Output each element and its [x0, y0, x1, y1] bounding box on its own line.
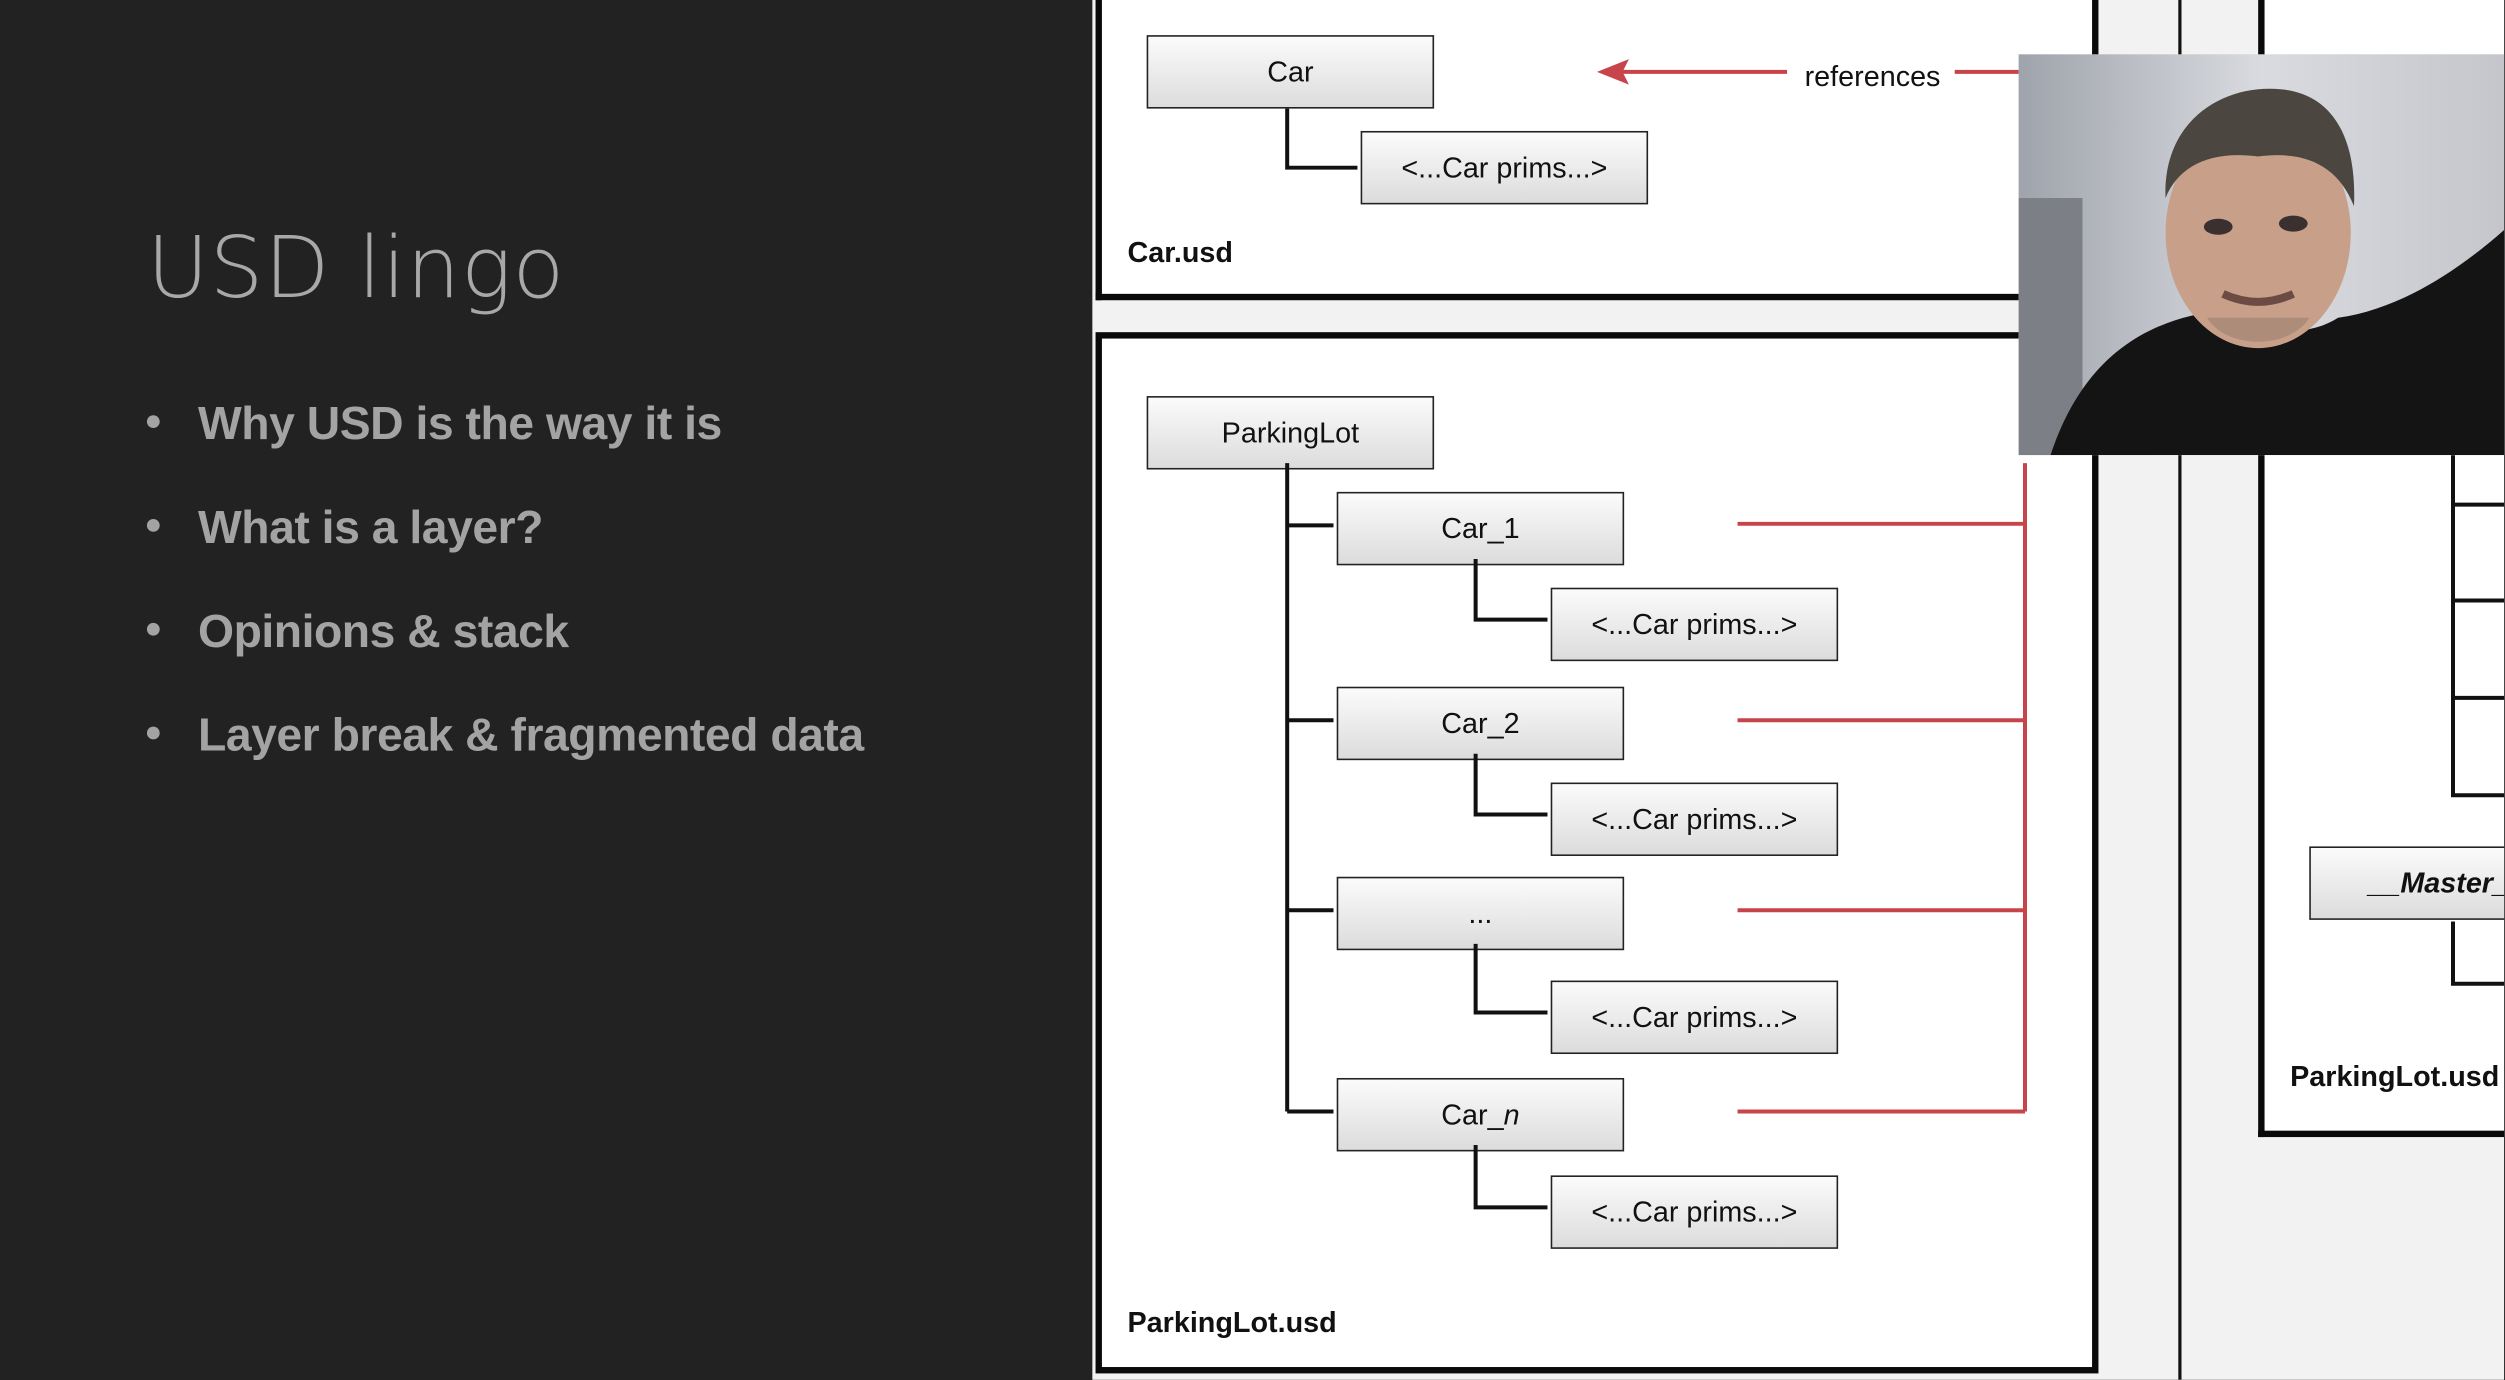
car-instance-prim: Car_n	[1336, 1077, 1625, 1152]
bullet-dot-icon	[146, 519, 160, 533]
bullet-text: Opinions & stack	[198, 606, 569, 658]
tree-connector	[1473, 558, 1548, 622]
parkinglot-layer-label: ParkingLot.usd	[1127, 1306, 1337, 1339]
car-layer-label: Car.usd	[1127, 236, 1233, 269]
car-name-prefix: Car_	[1441, 1097, 1504, 1130]
car-prims-child: <...Car prims...>	[1360, 130, 1649, 205]
bullet-item: What is a layer?	[146, 503, 543, 556]
car-prim: Car	[1146, 35, 1435, 109]
car-instance-prim: ...	[1336, 876, 1625, 951]
reference-arrow-icon	[1597, 59, 1629, 85]
bullet-dot-icon	[146, 727, 160, 740]
car-prims-child: <...Car prims...>	[1550, 980, 1839, 1055]
car-layer-frame: Car <...Car prims...> Car.usd references	[1095, 0, 2099, 301]
diagram-connectors	[1285, 59, 2505, 1210]
tree-connector	[2450, 455, 2505, 798]
bullet-item: Layer break & fragmented data	[146, 710, 864, 764]
car-prims-child: <...Car prims...>	[1550, 782, 1839, 856]
car-name-suffix: n	[1503, 1097, 1520, 1130]
master-prim: __Master_	[2309, 846, 2505, 920]
references-label: references	[1804, 60, 1941, 93]
bullet-item: Opinions & stack	[146, 606, 569, 660]
tree-connector	[1473, 943, 1548, 1015]
bullet-text: Why USD is the way it is	[198, 399, 722, 451]
tree-connector	[2450, 921, 2505, 986]
bullet-text: What is a layer?	[198, 503, 543, 555]
car-prims-child: <...Car prims...>	[1550, 587, 1839, 662]
presenter-video-icon	[2018, 54, 2505, 456]
bullet-dot-icon	[146, 623, 160, 637]
tree-connector	[1285, 108, 1358, 170]
parkinglot-instanced-label: ParkingLot.usd	[2290, 1060, 2500, 1093]
bullet-text: Layer break & fragmented data	[198, 710, 864, 762]
parkinglot-layer-frame: ParkingLot Car_1 <...Car prims...> Car_2…	[1095, 332, 2099, 1374]
parkinglot-prim: ParkingLot	[1146, 396, 1435, 470]
tree-connector	[1473, 1145, 1548, 1210]
separator-line	[2178, 0, 2182, 1380]
slide-title: USD lingo	[146, 220, 566, 318]
car-instance-prim: Car_2	[1336, 686, 1625, 761]
presenter-webcam	[2018, 54, 2505, 456]
car-instance-prim: Car_1	[1336, 491, 1625, 566]
tree-connector	[1473, 753, 1548, 817]
bullet-item: Why USD is the way it is	[146, 399, 722, 452]
bullet-dot-icon	[146, 415, 160, 429]
slide-text-panel: USD lingo Why USD is the way it is What …	[0, 0, 1093, 1380]
car-prims-child: <...Car prims...>	[1550, 1175, 1839, 1249]
